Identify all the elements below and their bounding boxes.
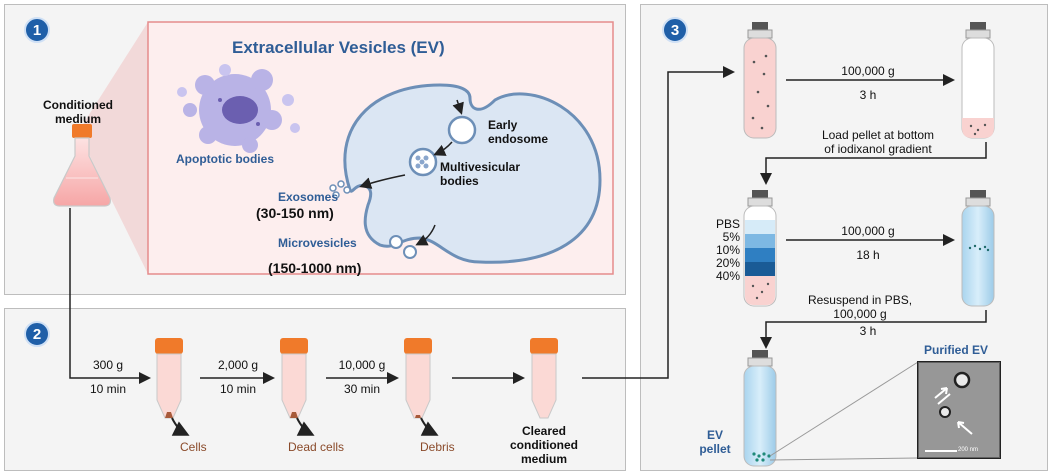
output-debris: Debris bbox=[420, 440, 455, 454]
gradient-20: 20% bbox=[715, 256, 740, 270]
step3-time: 30 min bbox=[343, 382, 381, 396]
resuspend-note: Resuspend in PBS, 100,000 g bbox=[790, 293, 930, 321]
cell-membrane bbox=[343, 83, 602, 264]
step-2-badge: 2 bbox=[24, 321, 50, 347]
apoptotic-body-icon bbox=[177, 64, 300, 153]
conical-tube-2-icon bbox=[280, 338, 308, 419]
uc-tube-2-icon bbox=[961, 22, 995, 139]
early-endosome-label: Early endosome bbox=[488, 118, 548, 146]
step-1-badge: 1 bbox=[24, 17, 50, 43]
output-cells: Cells bbox=[180, 440, 207, 454]
resuspend-line2: 100,000 g bbox=[833, 307, 887, 321]
conditioned-medium-line1: Conditioned bbox=[43, 98, 113, 112]
uc-tube-1-icon bbox=[743, 22, 777, 139]
gradient-pbs: PBS bbox=[715, 217, 740, 231]
microvesicles-label: Microvesicles bbox=[278, 236, 357, 250]
uc-tube-3-icon bbox=[961, 190, 995, 307]
exosomes-icon bbox=[329, 180, 351, 199]
step3-speed: 10,000 g bbox=[338, 358, 386, 372]
exosomes-label: Exosomes bbox=[278, 190, 339, 204]
resuspend-time: 3 h bbox=[859, 324, 877, 338]
cleared-line2: conditioned bbox=[510, 438, 578, 452]
cleared-medium-label: Cleared conditioned medium bbox=[504, 424, 584, 466]
mvb-line1: Multivesicular bbox=[440, 160, 521, 174]
step2-speed: 2,000 g bbox=[217, 358, 259, 372]
gradient-labels: PBS 5% 10% 20% 40% bbox=[706, 218, 740, 283]
exosome-size-label: (30-150 nm) bbox=[256, 205, 334, 221]
ev-pellet-label: EV pellet bbox=[690, 428, 740, 456]
load-note-line1: Load pellet at bottom bbox=[821, 128, 935, 142]
load-note: Load pellet at bottom of iodixanol gradi… bbox=[788, 128, 968, 156]
conical-tube-4-icon bbox=[530, 338, 558, 419]
ev-pellet-line2: pellet bbox=[699, 442, 731, 456]
purified-ev-label: Purified EV bbox=[924, 343, 989, 357]
step1-speed: 300 g bbox=[92, 358, 124, 372]
conical-tube-3-icon bbox=[404, 338, 432, 419]
microvesicles-icon bbox=[389, 235, 417, 259]
panel-2 bbox=[4, 308, 626, 471]
mvb-icon bbox=[408, 147, 438, 177]
ev-pellet-line1: EV bbox=[706, 428, 723, 442]
step2-time: 10 min bbox=[219, 382, 257, 396]
conical-tube-1-icon bbox=[155, 338, 183, 419]
scale-bar-label: 200 nm bbox=[958, 447, 979, 453]
zoom-wedge bbox=[78, 22, 148, 274]
conditioned-medium-label: Conditioned medium bbox=[28, 98, 128, 126]
mvb-line2: bodies bbox=[440, 174, 479, 188]
em-micrograph bbox=[917, 361, 1001, 459]
spin2-time: 18 h bbox=[856, 248, 880, 262]
apoptotic-label: Apoptotic bodies bbox=[176, 152, 274, 166]
cleared-line3: medium bbox=[520, 452, 567, 466]
early-endosome-icon bbox=[447, 115, 477, 145]
microvesicle-size-label: (150-1000 nm) bbox=[268, 260, 362, 276]
spin2-speed: 100,000 g bbox=[841, 224, 895, 238]
spin1-time: 3 h bbox=[859, 88, 877, 102]
resuspend-line1: Resuspend in PBS, bbox=[807, 293, 913, 307]
mvb-label: Multivesicular bodies bbox=[440, 160, 520, 188]
early-endosome-line1: Early bbox=[488, 118, 518, 132]
early-endosome-line2: endosome bbox=[488, 132, 549, 146]
gradient-10: 10% bbox=[715, 243, 740, 257]
ev-title: Extracellular Vesicles (EV) bbox=[232, 38, 445, 57]
load-note-line2: of iodixanol gradient bbox=[824, 142, 932, 156]
step-3-badge: 3 bbox=[662, 17, 688, 43]
output-dead-cells: Dead cells bbox=[288, 440, 345, 454]
gradient-40: 40% bbox=[715, 269, 740, 283]
flask-icon bbox=[53, 124, 111, 207]
ev-pellet-tube-icon bbox=[743, 350, 777, 467]
gradient-5: 5% bbox=[722, 230, 740, 244]
spin1-speed: 100,000 g bbox=[841, 64, 895, 78]
step1-time: 10 min bbox=[89, 382, 127, 396]
gradient-tube-icon bbox=[743, 190, 777, 307]
conditioned-medium-line2: medium bbox=[54, 112, 101, 126]
cleared-line1: Cleared bbox=[521, 424, 567, 438]
